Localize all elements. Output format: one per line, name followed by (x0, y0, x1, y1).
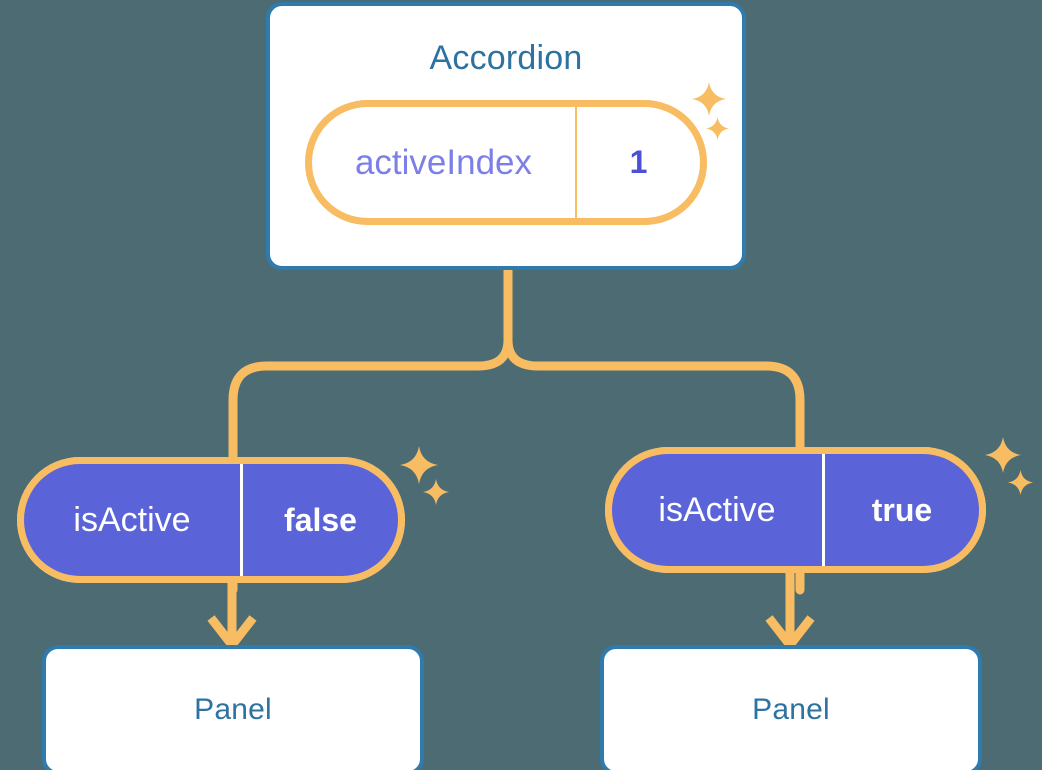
state-pill-ring: isActive true (605, 447, 986, 573)
state-key-label: isActive (658, 490, 776, 529)
state-pill-isactive-false[interactable]: isActive false (17, 457, 405, 583)
arrow-down-icon (207, 615, 257, 653)
state-pill-body: activeIndex 1 (312, 107, 700, 218)
state-pill-ring: activeIndex 1 (305, 100, 707, 225)
sparkle-small-icon (423, 479, 449, 505)
panel-title: Panel (752, 693, 830, 726)
state-pill-activeindex[interactable]: activeIndex 1 (305, 100, 707, 225)
state-pill-ring: isActive false (17, 457, 405, 583)
sparkle-small-icon (1008, 470, 1033, 495)
arrow-down-icon (765, 615, 815, 653)
state-value-label: true (822, 454, 979, 566)
state-key-label: isActive (73, 500, 191, 539)
component-card-panel-right[interactable]: Panel (600, 645, 982, 770)
panel-title: Panel (194, 693, 272, 726)
page-title: Accordion (429, 39, 583, 77)
sparkle-icon (692, 82, 726, 116)
sparkle-icon (400, 446, 438, 484)
state-value-label: false (240, 464, 398, 576)
state-key-label: activeIndex (312, 107, 577, 218)
state-pill-body: isActive false (24, 464, 398, 576)
state-pill-body: isActive true (612, 454, 979, 566)
state-value-label: 1 (629, 144, 648, 180)
sparkle-small-icon (706, 117, 729, 140)
component-card-panel-left[interactable]: Panel (42, 645, 424, 770)
sparkle-icon (985, 437, 1021, 473)
state-pill-isactive-true[interactable]: isActive true (605, 447, 986, 573)
